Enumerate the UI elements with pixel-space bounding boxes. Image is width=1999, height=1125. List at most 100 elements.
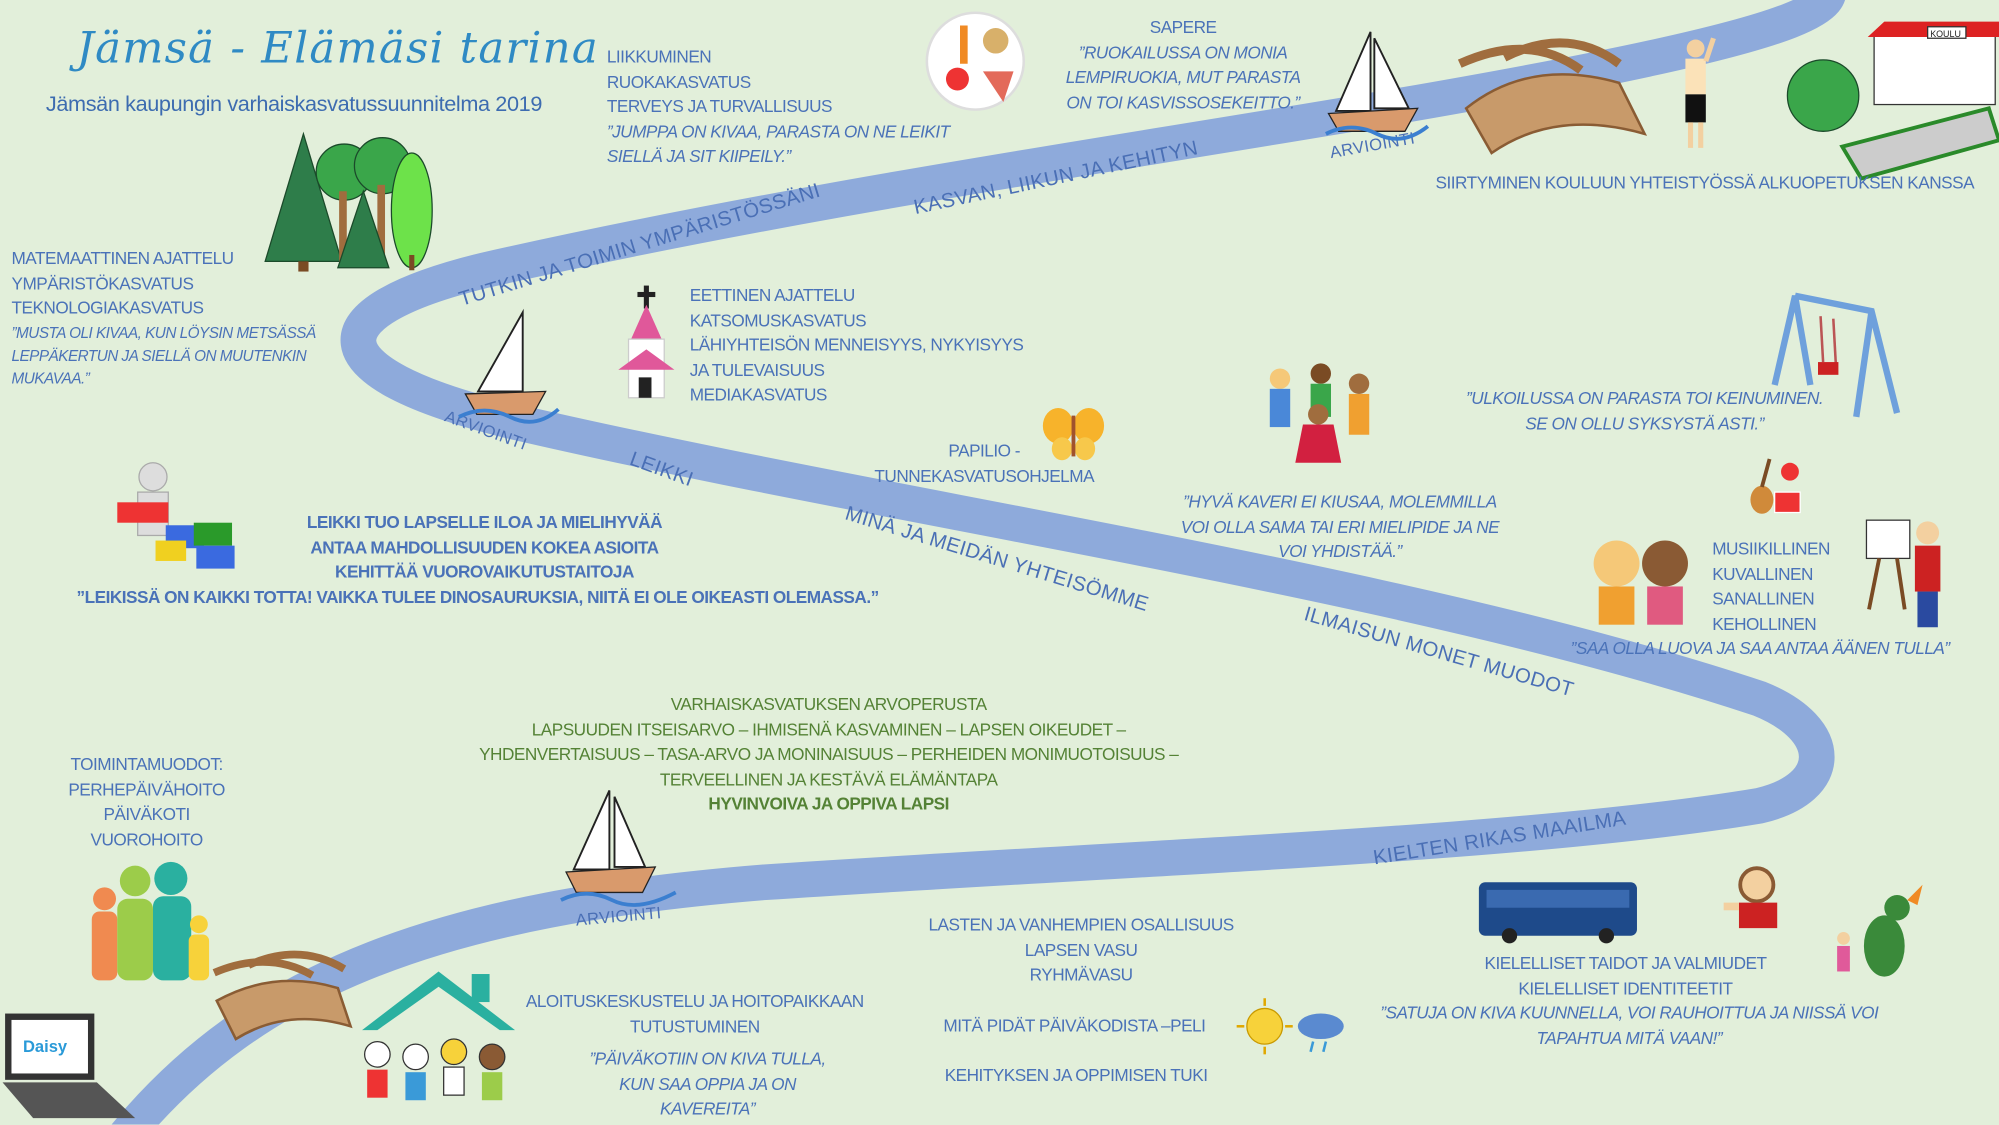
topic-line: TERVEYS JA TURVALLISUUS bbox=[606, 96, 833, 117]
arvo-line: VARHAISKASVATUKSEN ARVOPERUSTA bbox=[670, 694, 987, 714]
quote-line: TAPAHTUA MITÄ VAAN!” bbox=[1536, 1028, 1723, 1048]
liikkuminen-block: LIIKKUMINEN RUOKAKASVATUS TERVEYS JA TUR… bbox=[607, 45, 950, 169]
ulkoilu-quote: ”ULKOILUSSA ON PARASTA TOI KEINUMINEN. S… bbox=[1441, 386, 1849, 436]
quote-line: SIELLÄ JA SIT KIIPEILY.” bbox=[606, 146, 791, 166]
topic-line: SANALLINEN bbox=[1712, 589, 1815, 609]
quote-line: KAVEREITA” bbox=[660, 1098, 756, 1119]
tuki-text: KEHITYKSEN JA OPPIMISEN TUKI bbox=[944, 1065, 1208, 1085]
school-icon: KOULU bbox=[1786, 21, 1999, 181]
bridge-icon bbox=[1457, 38, 1648, 155]
daisy-logo: Daisy bbox=[23, 1037, 68, 1056]
child-waving-icon bbox=[1685, 37, 1716, 148]
arvo-line: LAPSUUDEN ITSEISARVO – IHMISENÄ KASVAMIN… bbox=[531, 719, 1126, 739]
topic-line: LAPSEN VASU bbox=[1024, 940, 1138, 960]
topic-line: MUSIIKILLINEN bbox=[1712, 539, 1830, 559]
leikki-quote: ”LEIKISSÄ ON KAIKKI TOTTA! VAIKKA TULEE … bbox=[76, 587, 879, 607]
ilmaisu-quote: ”SAA OLLA LUOVA JA SAA ANTAA ÄÄNEN TULLA… bbox=[1570, 638, 1950, 658]
boy-icon bbox=[1723, 866, 1778, 929]
school-sign: KOULU bbox=[1930, 29, 1961, 39]
family-icon bbox=[91, 861, 210, 981]
eettinen-block: EETTINEN AJATTELU KATSOMUSKASVATUS LÄHIY… bbox=[690, 283, 1024, 407]
topic-line: VUOROHOITO bbox=[90, 829, 203, 849]
sailboat-icon bbox=[458, 308, 560, 424]
quote-line: ”PÄIVÄKOTIIN ON KIVA TULLA, bbox=[589, 1049, 826, 1069]
matemaattinen-block: MATEMAATTINEN AJATTELU YMPÄRISTÖKASVATUS… bbox=[11, 246, 316, 389]
topic-line: KATSOMUSKASVATUS bbox=[689, 310, 867, 330]
quote-line: LEMPIRUOKIA, MUT PARASTA bbox=[1065, 67, 1301, 87]
quote-line: VOI YHDISTÄÄ.” bbox=[1278, 541, 1402, 561]
quote-line: MUKAVAA.” bbox=[11, 369, 90, 387]
music-instruments-icon bbox=[1750, 458, 1801, 514]
sailboat-icon bbox=[560, 790, 677, 907]
arvo-bold-line: HYVINVOIVA JA OPPIVA LAPSI bbox=[708, 794, 949, 814]
children-group-icon bbox=[363, 1038, 506, 1101]
topic-line: LÄHIYHTEISÖN MENNEISYYS, NYKYISYYS bbox=[689, 335, 1024, 355]
papilio-block: PAPILIO - TUNNEKASVATUSOHJELMA bbox=[857, 439, 1112, 489]
page-title: Jämsä - Elämäsi tarina bbox=[76, 22, 599, 74]
arvo-line: TERVEELLINEN JA KESTÄVÄ ELÄMÄNTAPA bbox=[659, 769, 998, 789]
singing-children-icon bbox=[1593, 540, 1688, 625]
sailboat-icon bbox=[1325, 31, 1430, 141]
kaveri-quote: ”HYVÄ KAVERI EI KIUSAA, MOLEMMILLA VOI O… bbox=[1155, 490, 1525, 565]
topic-line: RYHMÄVASU bbox=[1029, 965, 1133, 985]
quote-line: ”SATUJA ON KIVA KUUNNELLA, VOI RAUHOITTU… bbox=[1380, 1003, 1879, 1023]
quote-line: ”RUOKAILUSSA ON MONIA bbox=[1078, 42, 1288, 62]
osallisuus-block: LASTEN JA VANHEMPIEN OSALLISUUS LAPSEN V… bbox=[903, 913, 1260, 988]
arvoperusta-block: VARHAISKASVATUKSEN ARVOPERUSTA LAPSUUDEN… bbox=[433, 692, 1223, 816]
topic-line: PÄIVÄKOTI bbox=[103, 804, 190, 824]
laptop-icon: Daisy bbox=[2, 1013, 136, 1119]
kielelliset-quote: ”SATUJA ON KIVA KUUNNELLA, VOI RAUHOITTU… bbox=[1349, 1001, 1910, 1051]
topic-line: PERHEPÄIVÄHOITO bbox=[68, 779, 225, 799]
quote-line: ”ULKOILUSSA ON PARASTA TOI KEINUMINEN. bbox=[1466, 388, 1824, 408]
topic-line: KEHITTÄÄ VUOROVAIKUTUSTAITOJA bbox=[335, 562, 634, 582]
dragon-icon bbox=[1837, 884, 1923, 977]
food-plate-icon bbox=[925, 11, 1026, 111]
topic-line: KIELELLISET IDENTITEETIT bbox=[1518, 978, 1733, 998]
topic-line: RUOKAKASVATUS bbox=[606, 72, 751, 92]
arvo-line: YHDENVERTAISUUS – TASA-ARVO JA MONINAISU… bbox=[479, 744, 1179, 764]
forest-icon bbox=[264, 131, 433, 272]
peli-text: MITÄ PIDÄT PÄIVÄKODISTA –PELI bbox=[943, 1016, 1206, 1036]
sapere-block: SAPERE ”RUOKAILUSSA ON MONIA LEMPIRUOKIA… bbox=[1056, 15, 1311, 114]
topic-line: KIELELLISET TAIDOT JA VALMIUDET bbox=[1484, 953, 1768, 973]
topic-line: ANTAA MAHDOLLISUUDEN KOKEA ASIOITA bbox=[310, 537, 659, 557]
swing-icon bbox=[1771, 292, 1901, 418]
sapere-title: SAPERE bbox=[1149, 17, 1217, 37]
quote-line: ”JUMPPA ON KIVAA, PARASTA ON NE LEIKIT bbox=[606, 121, 950, 141]
bridge-icon bbox=[212, 950, 353, 1041]
children-circle-icon bbox=[1269, 363, 1370, 463]
topic-line: TUTUSTUMINEN bbox=[629, 1016, 760, 1036]
topic-line: ALOITUSKESKUSTELU JA HOITOPAIKKAAN bbox=[525, 991, 864, 1011]
topic-line: TEKNOLOGIAKASVATUS bbox=[11, 298, 204, 318]
topic-line: KUVALLINEN bbox=[1712, 564, 1813, 584]
house-icon bbox=[362, 971, 516, 1031]
leikki-block: LEIKKI TUO LAPSELLE ILOA JA MIELIHYVÄÄ A… bbox=[217, 510, 752, 585]
topic-line: LEIKKI TUO LAPSELLE ILOA JA MIELIHYVÄÄ bbox=[306, 512, 663, 532]
page-subtitle: Jämsän kaupungin varhaiskasvatussuunnite… bbox=[45, 91, 543, 117]
topic-line: MATEMAATTINEN AJATTELU bbox=[11, 248, 234, 268]
topic-line: LASTEN JA VANHEMPIEN OSALLISUUS bbox=[928, 915, 1234, 935]
topic-line: TOIMINTAMUODOT: bbox=[70, 754, 223, 774]
topic-line: LIIKKUMINEN bbox=[606, 47, 712, 67]
lego-figure-icon bbox=[117, 462, 235, 569]
church-icon bbox=[618, 285, 675, 399]
siirtyminen-text: SIIRTYMINEN KOULUUN YHTEISTYÖSSÄ ALKUOPE… bbox=[1435, 173, 1975, 193]
quote-line: KUN SAA OPPIA JA ON bbox=[619, 1074, 796, 1094]
aloitus-block: ALOITUSKESKUSTELU JA HOITOPAIKKAAN TUTUS… bbox=[516, 989, 873, 1039]
quote-line: VOI OLLA SAMA TAI ERI MIELIPIDE JA NE bbox=[1180, 516, 1500, 537]
sun-icon bbox=[1236, 998, 1293, 1055]
papilio-line: TUNNEKASVATUSOHJELMA bbox=[874, 465, 1095, 486]
aloitus-quote: ”PÄIVÄKOTIIN ON KIVA TULLA, KUN SAA OPPI… bbox=[561, 1047, 854, 1122]
ilmaisu-block: MUSIIKILLINEN KUVALLINEN SANALLINEN KEHO… bbox=[1712, 537, 1830, 636]
kielelliset-block: KIELELLISET TAIDOT JA VALMIUDET KIELELLI… bbox=[1441, 951, 1811, 1001]
butterfly-icon bbox=[1042, 407, 1105, 461]
quote-line: ON TOI KASVISSOSEKEITTO.” bbox=[1066, 92, 1300, 112]
quote-line: SE ON OLLU SYKSYSTÄ ASTI.” bbox=[1525, 413, 1764, 433]
topic-line: MEDIAKASVATUS bbox=[689, 385, 828, 405]
quote-line: ”HYVÄ KAVERI EI KIUSAA, MOLEMMILLA bbox=[1183, 492, 1497, 512]
quote-line: ”MUSTA OLI KIVAA, KUN LÖYSIN METSÄSSÄ bbox=[11, 323, 316, 342]
toimintamuodot-block: TOIMINTAMUODOT: PERHEPÄIVÄHOITO PÄIVÄKOT… bbox=[25, 752, 267, 851]
quote-line: LEPPÄKERTUN JA SIELLÄ ON MUUTENKIN bbox=[11, 346, 307, 364]
